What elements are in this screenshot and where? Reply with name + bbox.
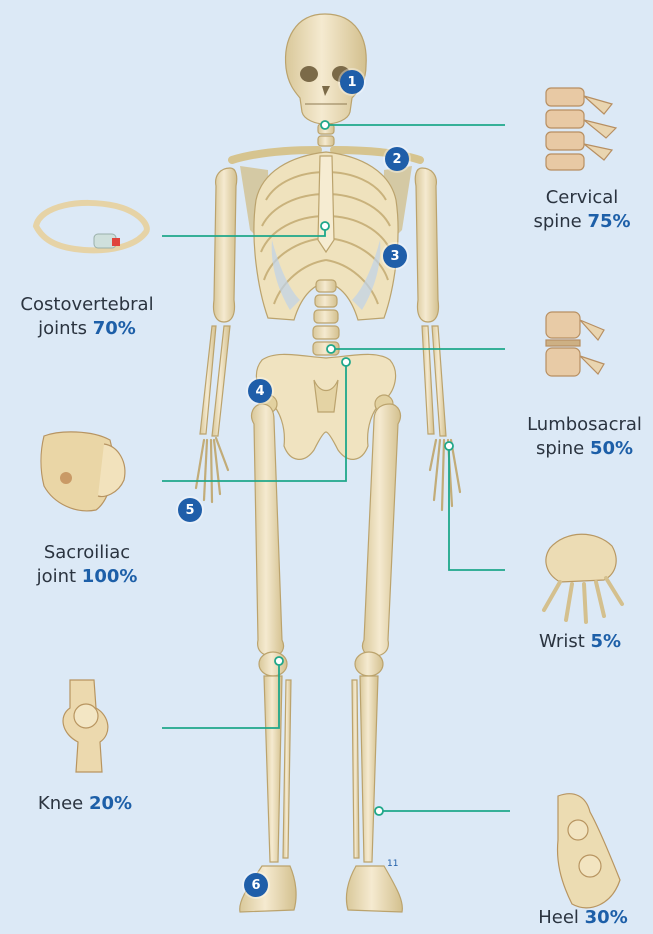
wrist-illustration [544,534,622,622]
right-ulna [422,326,434,434]
right-hand [430,440,460,510]
badge-2: 2 [385,147,409,171]
lumbosacral-spine-label: Lumbosacral spine 50% [516,413,653,461]
badge-6: 6 [244,873,268,897]
cervical-spine-illustration [546,88,616,170]
badge-4: 4 [248,379,272,403]
left-humerus [213,168,236,322]
left-fibula [283,680,291,858]
right-foot [346,866,402,912]
cervical-spine-percent: 75% [587,211,630,232]
right-radius [432,326,446,436]
costovertebral-joints-label: Costovertebral joints 70% [0,293,174,341]
wrist-leader [449,446,505,570]
sacroiliac-joint-percent: 100% [82,566,138,587]
badge-3: 3 [383,244,407,268]
costovertebral-illustration [36,203,147,250]
costovertebral-joints-percent: 70% [93,318,136,339]
knee-label: Knee 20% [20,792,150,816]
skull [286,14,367,124]
knee-percent: 20% [89,793,132,814]
badge-1: 1 [340,70,364,94]
cervical-spine-label: Cervical spine 75% [522,186,642,234]
sacroiliac-illustration [41,432,125,511]
lumbosacral-illustration [546,312,604,376]
skeleton-figure [196,14,460,912]
lumbar-spine [313,280,339,355]
right-fibula [352,680,359,858]
small-number-label: 11 [387,859,398,869]
knee-illustration [63,680,108,772]
right-tibia [360,676,378,862]
wrist-label: Wrist 5% [520,630,640,654]
right-patella [355,652,383,676]
heel-percent: 30% [585,907,628,928]
left-femur [252,404,284,656]
right-humerus [415,168,438,322]
wrist-percent: 5% [591,631,622,652]
left-hand [196,438,228,502]
heel-illustration [558,794,620,908]
sternum [318,156,334,252]
lumbosacral-spine-percent: 50% [590,438,633,459]
heel-label: Heel 30% [518,906,648,930]
cervical-vertebra [318,136,334,146]
sacroiliac-joint-label: Sacroiliac joint 100% [10,541,164,589]
badge-5: 5 [178,498,202,522]
